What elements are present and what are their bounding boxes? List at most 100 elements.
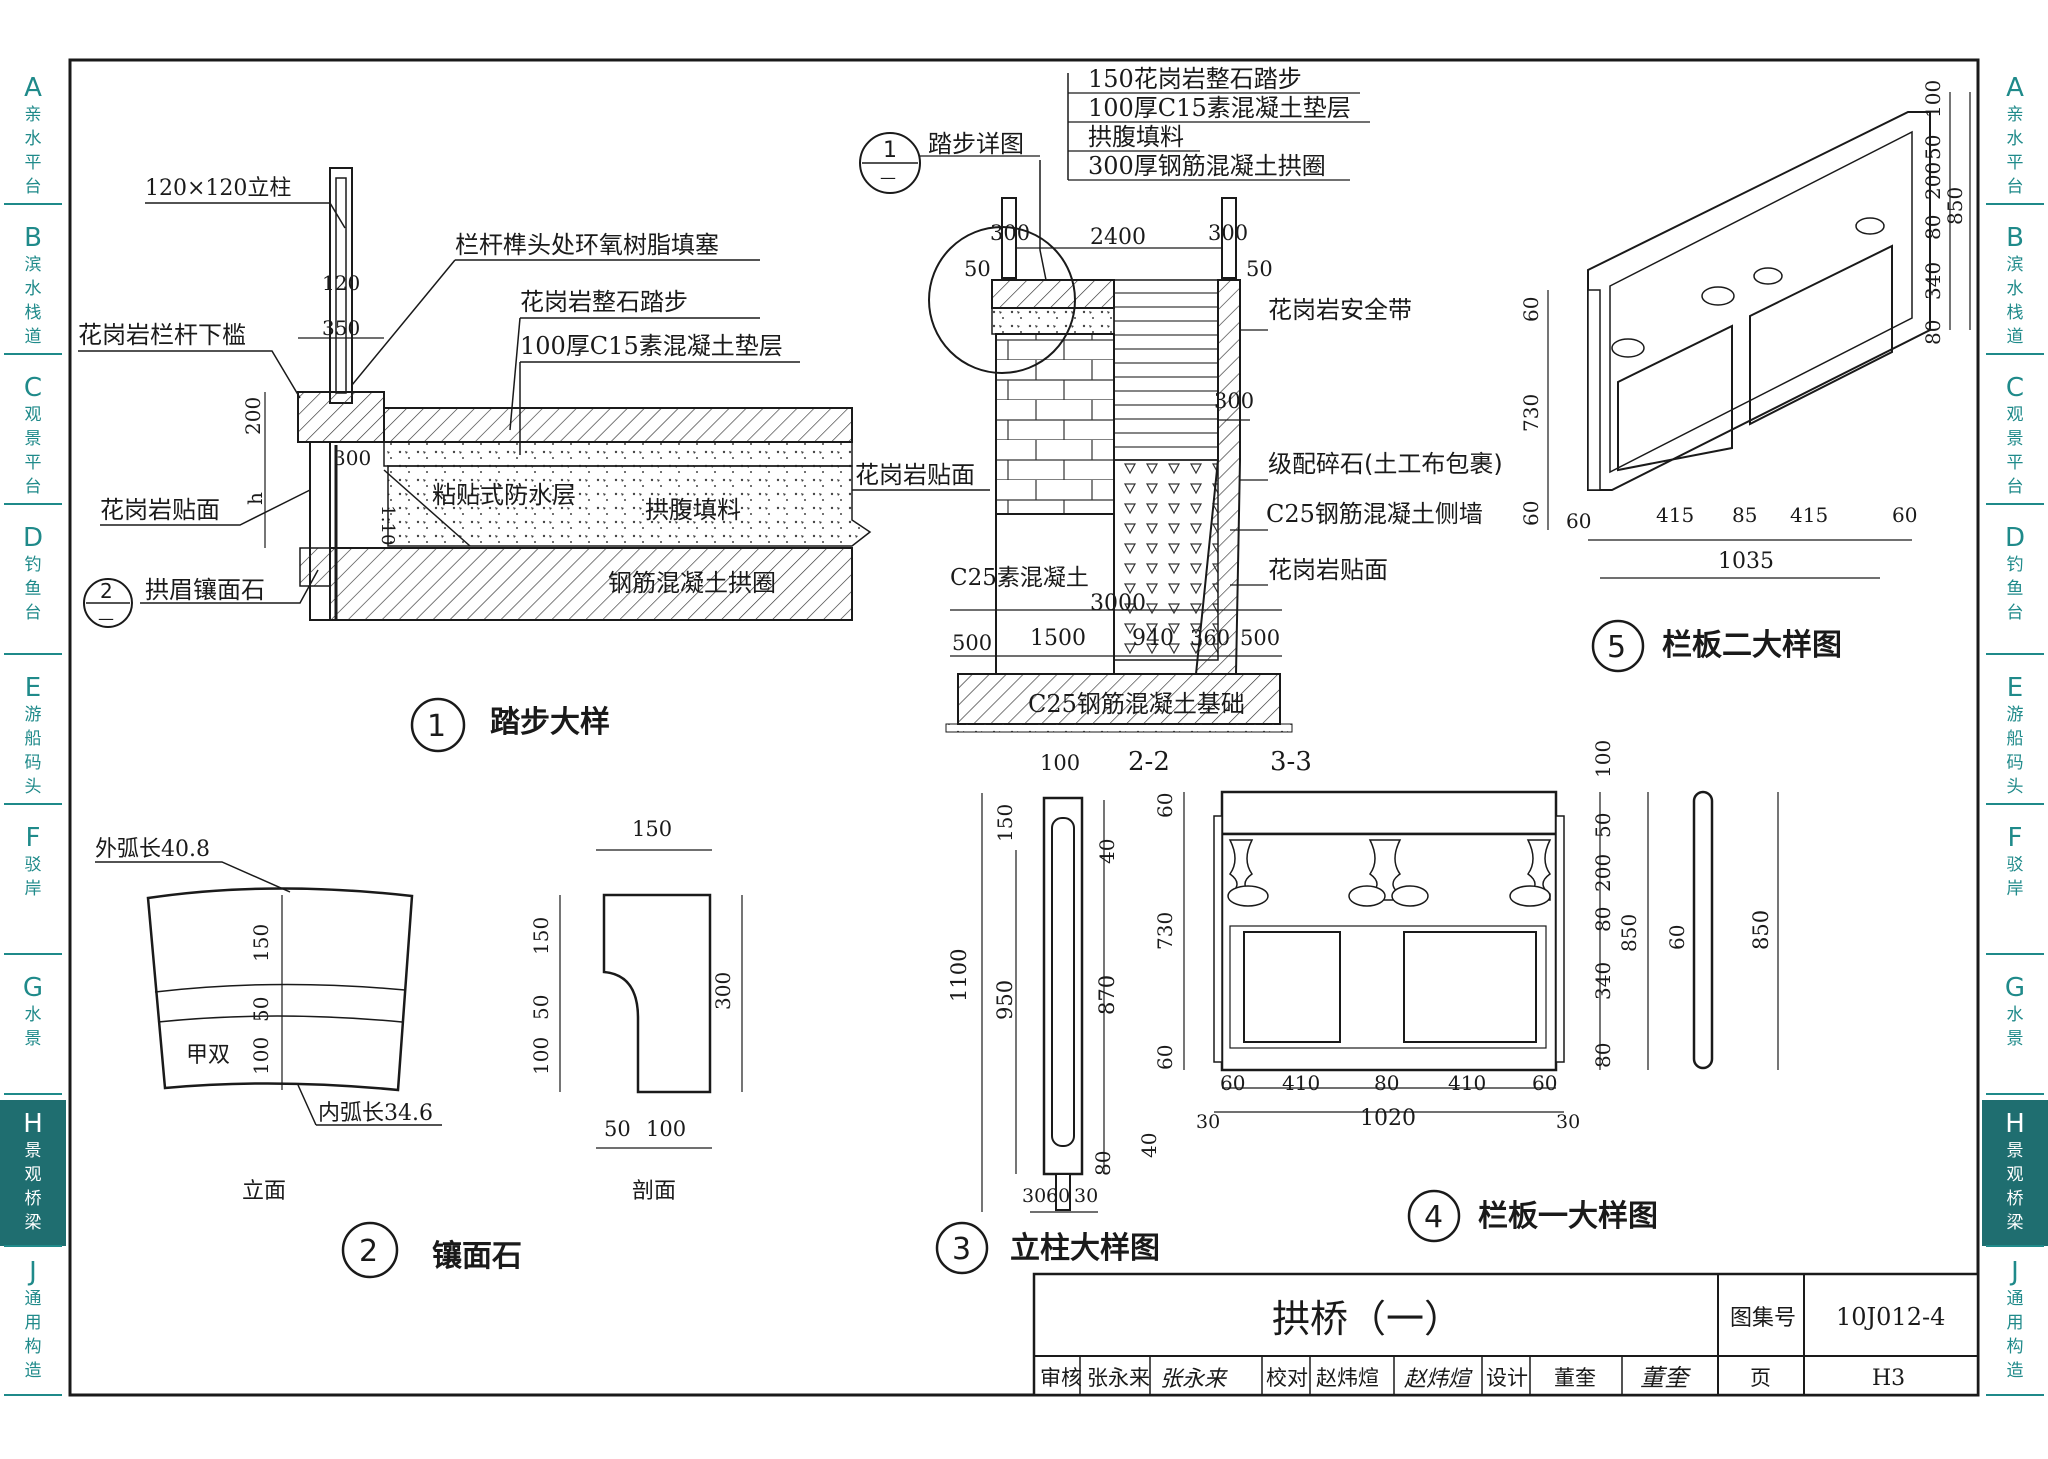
- d1-arch-label: 钢筋混凝土拱圈: [608, 569, 776, 597]
- tab-active-background: [0, 1100, 66, 1246]
- d2-title-num: 2: [359, 1234, 378, 1269]
- d1-title: 踏步大样: [490, 705, 610, 740]
- d4-dim-b2: 410: [1282, 1071, 1320, 1095]
- tab-character: 景: [2007, 429, 2024, 449]
- tab-character: 水: [25, 129, 42, 149]
- detail-5-panel-two: [1547, 92, 1971, 673]
- d1-slope: 1:10: [377, 505, 398, 545]
- s22-layer-1: 150花岗岩整石踏步: [1088, 65, 1302, 93]
- s22-plain-label: C25素混凝土: [950, 565, 1089, 591]
- s22-dim-50a: 50: [964, 257, 991, 281]
- tab-character: 码: [2007, 753, 2024, 773]
- d1-dim-200: 200: [241, 397, 265, 435]
- tab-character: 鱼: [25, 579, 42, 599]
- s22-layer-2: 100厚C15素混凝土垫层: [1088, 94, 1351, 122]
- checker-signature: 赵炜煊: [1404, 1367, 1473, 1392]
- tab-letter: G: [23, 973, 43, 1003]
- d3-dim-30b: 30: [1074, 1185, 1098, 1207]
- tab-letter: A: [24, 73, 42, 103]
- tab-letter: F: [26, 823, 41, 853]
- d3-dim-870: 870: [1095, 975, 1119, 1015]
- tab-character: 景: [25, 429, 42, 449]
- tab-letter: E: [25, 673, 41, 703]
- tab-letter: F: [2008, 823, 2023, 853]
- d3-title-num: 3: [952, 1232, 971, 1267]
- s22-dim-300a: 300: [990, 221, 1030, 245]
- tab-letter: J: [2009, 1257, 2019, 1287]
- tab-character: 头: [25, 777, 42, 797]
- d2-dim-r3: 50: [529, 995, 553, 1020]
- tab-character: 景: [2007, 1029, 2024, 1049]
- d3-dim-100: 100: [1040, 751, 1080, 775]
- d2-dim-r1: 150: [632, 817, 672, 841]
- check-label: 校对: [1266, 1366, 1308, 1390]
- s22-dim-940: 940: [1132, 626, 1174, 651]
- tab-g-right[interactable]: G水景: [1986, 973, 2044, 1095]
- d1-ref-num: 2: [100, 579, 113, 603]
- tab-character: 道: [2007, 327, 2024, 347]
- tab-letter: C: [2006, 373, 2024, 403]
- set-label: 图集号: [1730, 1306, 1796, 1331]
- tab-letter: C: [24, 373, 42, 403]
- tab-character: 滨: [2007, 255, 2024, 275]
- d4-dim-t3: 200: [1591, 854, 1615, 892]
- tab-letter: A: [2006, 73, 2024, 103]
- d4-dim-b1: 60: [1220, 1071, 1245, 1095]
- tab-letter: D: [2005, 523, 2025, 553]
- d2-mark: 甲双: [186, 1043, 230, 1068]
- tab-character: 鱼: [2007, 579, 2024, 599]
- d3-dim-30a: 30: [1022, 1185, 1046, 1207]
- tab-f-left[interactable]: F驳岸: [4, 823, 62, 955]
- d1-title-num: 1: [427, 709, 446, 744]
- s22-layer-3: 拱腹填料: [1088, 123, 1184, 151]
- s22-dim-3000: 3000: [1090, 591, 1146, 616]
- d3-dim-1100: 1100: [947, 949, 971, 1002]
- tab-g-left[interactable]: G水景: [4, 973, 62, 1095]
- d5-dim-r3: 200: [1921, 162, 1945, 200]
- tab-character: 桥: [25, 1189, 42, 1209]
- designer-signature: 董奎: [1640, 1364, 1691, 1392]
- tab-character: 平: [25, 453, 42, 473]
- tab-f-right[interactable]: F驳岸: [1986, 823, 2044, 955]
- tab-character: 道: [25, 327, 42, 347]
- tab-character: 梁: [2007, 1213, 2024, 1233]
- page-label: 页: [1750, 1366, 1771, 1390]
- d3-title: 立柱大样图: [1010, 1231, 1160, 1266]
- d5-title: 栏板二大样图: [1662, 628, 1842, 663]
- d2-outer-label: 外弧长40.8: [95, 837, 210, 862]
- s22-gravel-label: 级配碎石(土工布包裹): [1268, 450, 1503, 478]
- d1-waterproof-label: 粘贴式防水层: [432, 481, 576, 509]
- d1-dim-h: h: [243, 492, 267, 505]
- d4-dim-l3: 60: [1153, 1045, 1177, 1070]
- tab-character: 梁: [25, 1213, 42, 1233]
- d3-dim-40a: 40: [1095, 839, 1119, 864]
- tab-character: 台: [2007, 603, 2024, 623]
- d5-dim-b4: 415: [1790, 503, 1828, 527]
- tab-letter: B: [24, 223, 42, 253]
- d4-dim-b5: 60: [1532, 1071, 1557, 1095]
- s22-layer-4: 300厚钢筋混凝土拱圈: [1088, 152, 1326, 180]
- s22-facing-label: 花岗岩贴面: [1268, 556, 1388, 584]
- section-2-2-3-3: [859, 73, 1370, 733]
- tab-character: 观: [2007, 1165, 2024, 1185]
- s22-dim-500a: 500: [952, 631, 992, 655]
- tab-character: 通: [2007, 1289, 2024, 1309]
- detail-2-facing-stone: [95, 849, 743, 1279]
